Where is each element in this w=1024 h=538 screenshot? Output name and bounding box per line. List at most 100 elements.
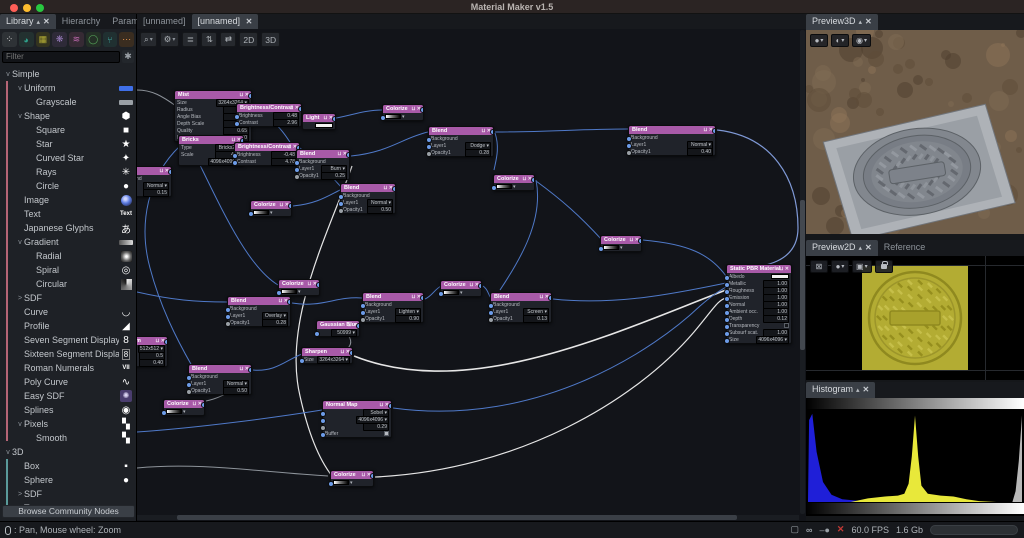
- preview3d-viewport[interactable]: ●▾◐▾◉▾: [806, 30, 1024, 234]
- tab-parameters[interactable]: Parameters: [112, 16, 159, 26]
- preview-lock-icon[interactable]: ▢: [790, 524, 800, 534]
- link-views-icon[interactable]: ∞: [806, 524, 813, 535]
- float-panel-icon[interactable]: ▴: [856, 387, 860, 394]
- node-number-field[interactable]: 0.40: [139, 358, 165, 367]
- node-number-field[interactable]: 0.28: [465, 148, 491, 157]
- node-header[interactable]: Sharpen⊔ ✕: [302, 348, 352, 356]
- float-panel-icon[interactable]: ▴: [858, 19, 863, 26]
- display-mode-dropdown[interactable]: ●▾: [831, 260, 849, 273]
- library-item-rays[interactable]: Rays✳: [0, 165, 137, 179]
- float-panel-icon[interactable]: ▴: [858, 245, 863, 252]
- node-number-field[interactable]: 0.28: [262, 318, 288, 327]
- tab-reference[interactable]: Reference: [883, 242, 926, 252]
- node-header-icons[interactable]: ⊔ ✕: [481, 128, 491, 134]
- library-item-curved-star[interactable]: Curved Star✦: [0, 151, 137, 165]
- tree-caret[interactable]: v: [6, 70, 10, 78]
- library-item-square[interactable]: Square■: [0, 123, 137, 137]
- color-swatch[interactable]: [315, 123, 333, 128]
- tree-caret[interactable]: >: [17, 490, 23, 498]
- library-base-icon[interactable]: ⁘: [2, 32, 17, 47]
- graph-node-colorize[interactable]: Colorize⊔ ✕▾: [438, 280, 482, 297]
- library-item-smooth[interactable]: Smooth▚: [0, 431, 137, 445]
- node-header-icons[interactable]: ⊔ ✕: [779, 266, 789, 272]
- node-header[interactable]: Static PBR Material⊔ ✕: [727, 265, 791, 273]
- graph-node-light[interactable]: Light⊔ ✕: [302, 113, 336, 130]
- color-swatch[interactable]: [771, 274, 789, 279]
- tree-caret[interactable]: >: [17, 294, 23, 302]
- minimize-traffic-light[interactable]: [23, 3, 31, 12]
- graph-tab-1[interactable]: [unnamed] ✕: [191, 14, 259, 29]
- library-sdf-icon[interactable]: ◯: [85, 32, 101, 47]
- node-dropdown[interactable]: 50999 ▾: [331, 328, 357, 337]
- gradient-editor[interactable]: [281, 289, 297, 294]
- node-number-field[interactable]: 0.40: [687, 147, 713, 156]
- environment-select-dropdown[interactable]: ◐▾: [831, 34, 849, 47]
- settings-dropdown-button[interactable]: ⚙▾: [159, 32, 180, 47]
- graph-tab-0[interactable]: [unnamed]: [143, 16, 186, 26]
- node-header[interactable]: Colorize⊔ ✕: [601, 236, 641, 244]
- node-header-icons[interactable]: ⊔ ✕: [411, 106, 421, 112]
- tab-preview2d[interactable]: Preview2D▴✕: [806, 240, 878, 256]
- preview-3d-button[interactable]: 3D: [261, 32, 281, 47]
- node-header-icons[interactable]: ⊔ ✕: [411, 294, 421, 300]
- library-filter-icon[interactable]: ≋: [69, 32, 84, 47]
- export-dropdown[interactable]: ▣▾: [852, 260, 872, 273]
- library-noise-icon[interactable]: ❋: [52, 32, 67, 47]
- node-header[interactable]: Blend⊔ ✕: [189, 365, 251, 373]
- node-header[interactable]: Colorize⊔ ✕: [331, 471, 373, 479]
- library-workflow-icon[interactable]: ⑂: [102, 32, 118, 47]
- library-item-splines[interactable]: Splines◉: [0, 403, 137, 417]
- tree-caret[interactable]: v: [18, 238, 22, 246]
- camera-export-dropdown[interactable]: ◉▾: [852, 34, 871, 47]
- node-header-icons[interactable]: ⊔ ✕: [231, 137, 241, 143]
- graph-node-colorize[interactable]: Colorize⊔ ✕▾: [598, 235, 642, 252]
- library-misc-icon[interactable]: ⋯: [119, 32, 134, 47]
- node-header-icons[interactable]: ⊔ ✕: [323, 115, 333, 121]
- node-header-icons[interactable]: ⊔ ✕: [347, 322, 357, 328]
- gradient-editor[interactable]: [333, 480, 349, 485]
- maximize-traffic-light[interactable]: [36, 3, 44, 12]
- tab-library[interactable]: Library▴✕: [0, 14, 56, 29]
- node-header-icons[interactable]: ⊔ ✕: [192, 401, 202, 407]
- checkbox[interactable]: [384, 431, 389, 436]
- arrange-nodes-button[interactable]: ≣: [182, 32, 199, 47]
- node-header-icons[interactable]: ⊔ ✕: [279, 202, 289, 208]
- close-icon[interactable]: ✕: [865, 17, 872, 26]
- node-header[interactable]: Gaussian Blur⊔ ✕: [317, 321, 359, 329]
- close-icon[interactable]: ✕: [43, 17, 50, 26]
- tree-caret[interactable]: v: [6, 448, 10, 456]
- node-header[interactable]: Transform⊔ ✕: [137, 337, 167, 345]
- node-header-icons[interactable]: ⊔ ✕: [703, 127, 713, 133]
- library-item-circular[interactable]: Circular: [0, 277, 137, 291]
- node-header[interactable]: Blend⊔ ✕: [429, 127, 493, 135]
- library-item-sdf[interactable]: >SDF: [0, 291, 137, 305]
- library-pattern-icon[interactable]: ▦: [35, 32, 51, 47]
- float-panel-icon[interactable]: ▴: [36, 19, 41, 26]
- node-header[interactable]: Blend⊔ ✕: [341, 184, 395, 192]
- graph-vertical-scrollbar[interactable]: [800, 30, 805, 514]
- node-header-icons[interactable]: ⊔ ✕: [629, 237, 639, 243]
- tree-caret[interactable]: v: [18, 84, 22, 92]
- gradient-editor[interactable]: [496, 184, 512, 189]
- node-header-icons[interactable]: ⊔ ✕: [289, 105, 299, 111]
- library-item-radial[interactable]: Radial: [0, 249, 137, 263]
- node-header[interactable]: Colorize⊔ ✕: [164, 400, 204, 408]
- checkbox[interactable]: [784, 323, 789, 328]
- gradient-editor[interactable]: [166, 409, 182, 414]
- close-icon[interactable]: ✕: [865, 243, 872, 252]
- node-header[interactable]: Blend⊔ ✕: [363, 293, 423, 301]
- node-header-icons[interactable]: ⊔ ✕: [539, 294, 549, 300]
- node-header[interactable]: Blend⊔ ✕: [629, 126, 715, 134]
- node-header-icons[interactable]: ⊔ ✕: [337, 151, 347, 157]
- model-select-dropdown[interactable]: ●▾: [810, 34, 828, 47]
